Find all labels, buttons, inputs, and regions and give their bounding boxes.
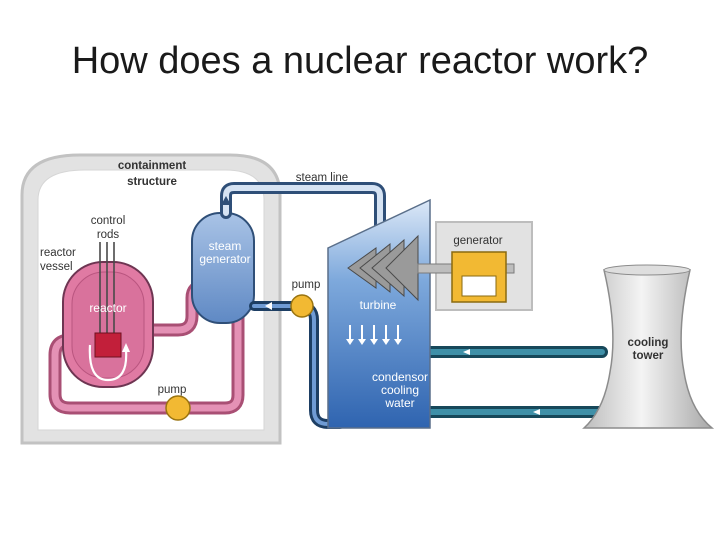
label-turbine: turbine [360,298,397,312]
reactor-core [94,332,122,358]
label-cooling-tower-1: cooling [628,337,669,349]
label-condensor-3: water [384,396,414,410]
label-control-1: control [91,215,126,227]
exhaust-arrows [346,325,402,345]
reactor-vessel-inner [71,271,145,379]
feedwater-flow-arrow [265,302,272,310]
slide-title: How does a nuclear reactor work? [71,40,649,82]
control-rods [99,242,115,345]
core-flow-arrowhead [122,343,130,352]
secondary-pump [290,294,314,318]
primary-coolant-loop [48,279,245,415]
label-cooling-tower-2: tower [633,350,664,362]
label-steam-gen-2: generator [199,252,250,266]
label-reactor: reactor [89,301,126,315]
label-generator: generator [453,235,502,247]
label-condensor-2: cooling [381,383,419,397]
label-pump-primary: pump [158,384,187,396]
core-flow-arrow [88,344,128,382]
label-pump-secondary: pump [292,279,321,291]
primary-pump [165,395,191,421]
steam-line [220,182,386,246]
turbine-blades [347,234,419,302]
label-steam-line: steam line [296,172,348,184]
generator-window [461,275,497,297]
label-condensor-1: condensor [372,370,428,384]
label-vessel-2: vessel [40,261,73,273]
label-vessel-1: reactor [40,247,76,259]
cooling-tower [582,269,715,429]
cooling-tower-top [603,264,691,276]
label-steam-gen-1: steam [209,239,242,253]
steam-generator [191,212,255,324]
cooling-flow-arrow [463,349,540,415]
steam-flow-arrow [221,196,231,205]
label-control-2: rods [97,229,120,241]
label-containment-2: structure [127,176,177,188]
label-containment-1: containment [118,160,187,172]
